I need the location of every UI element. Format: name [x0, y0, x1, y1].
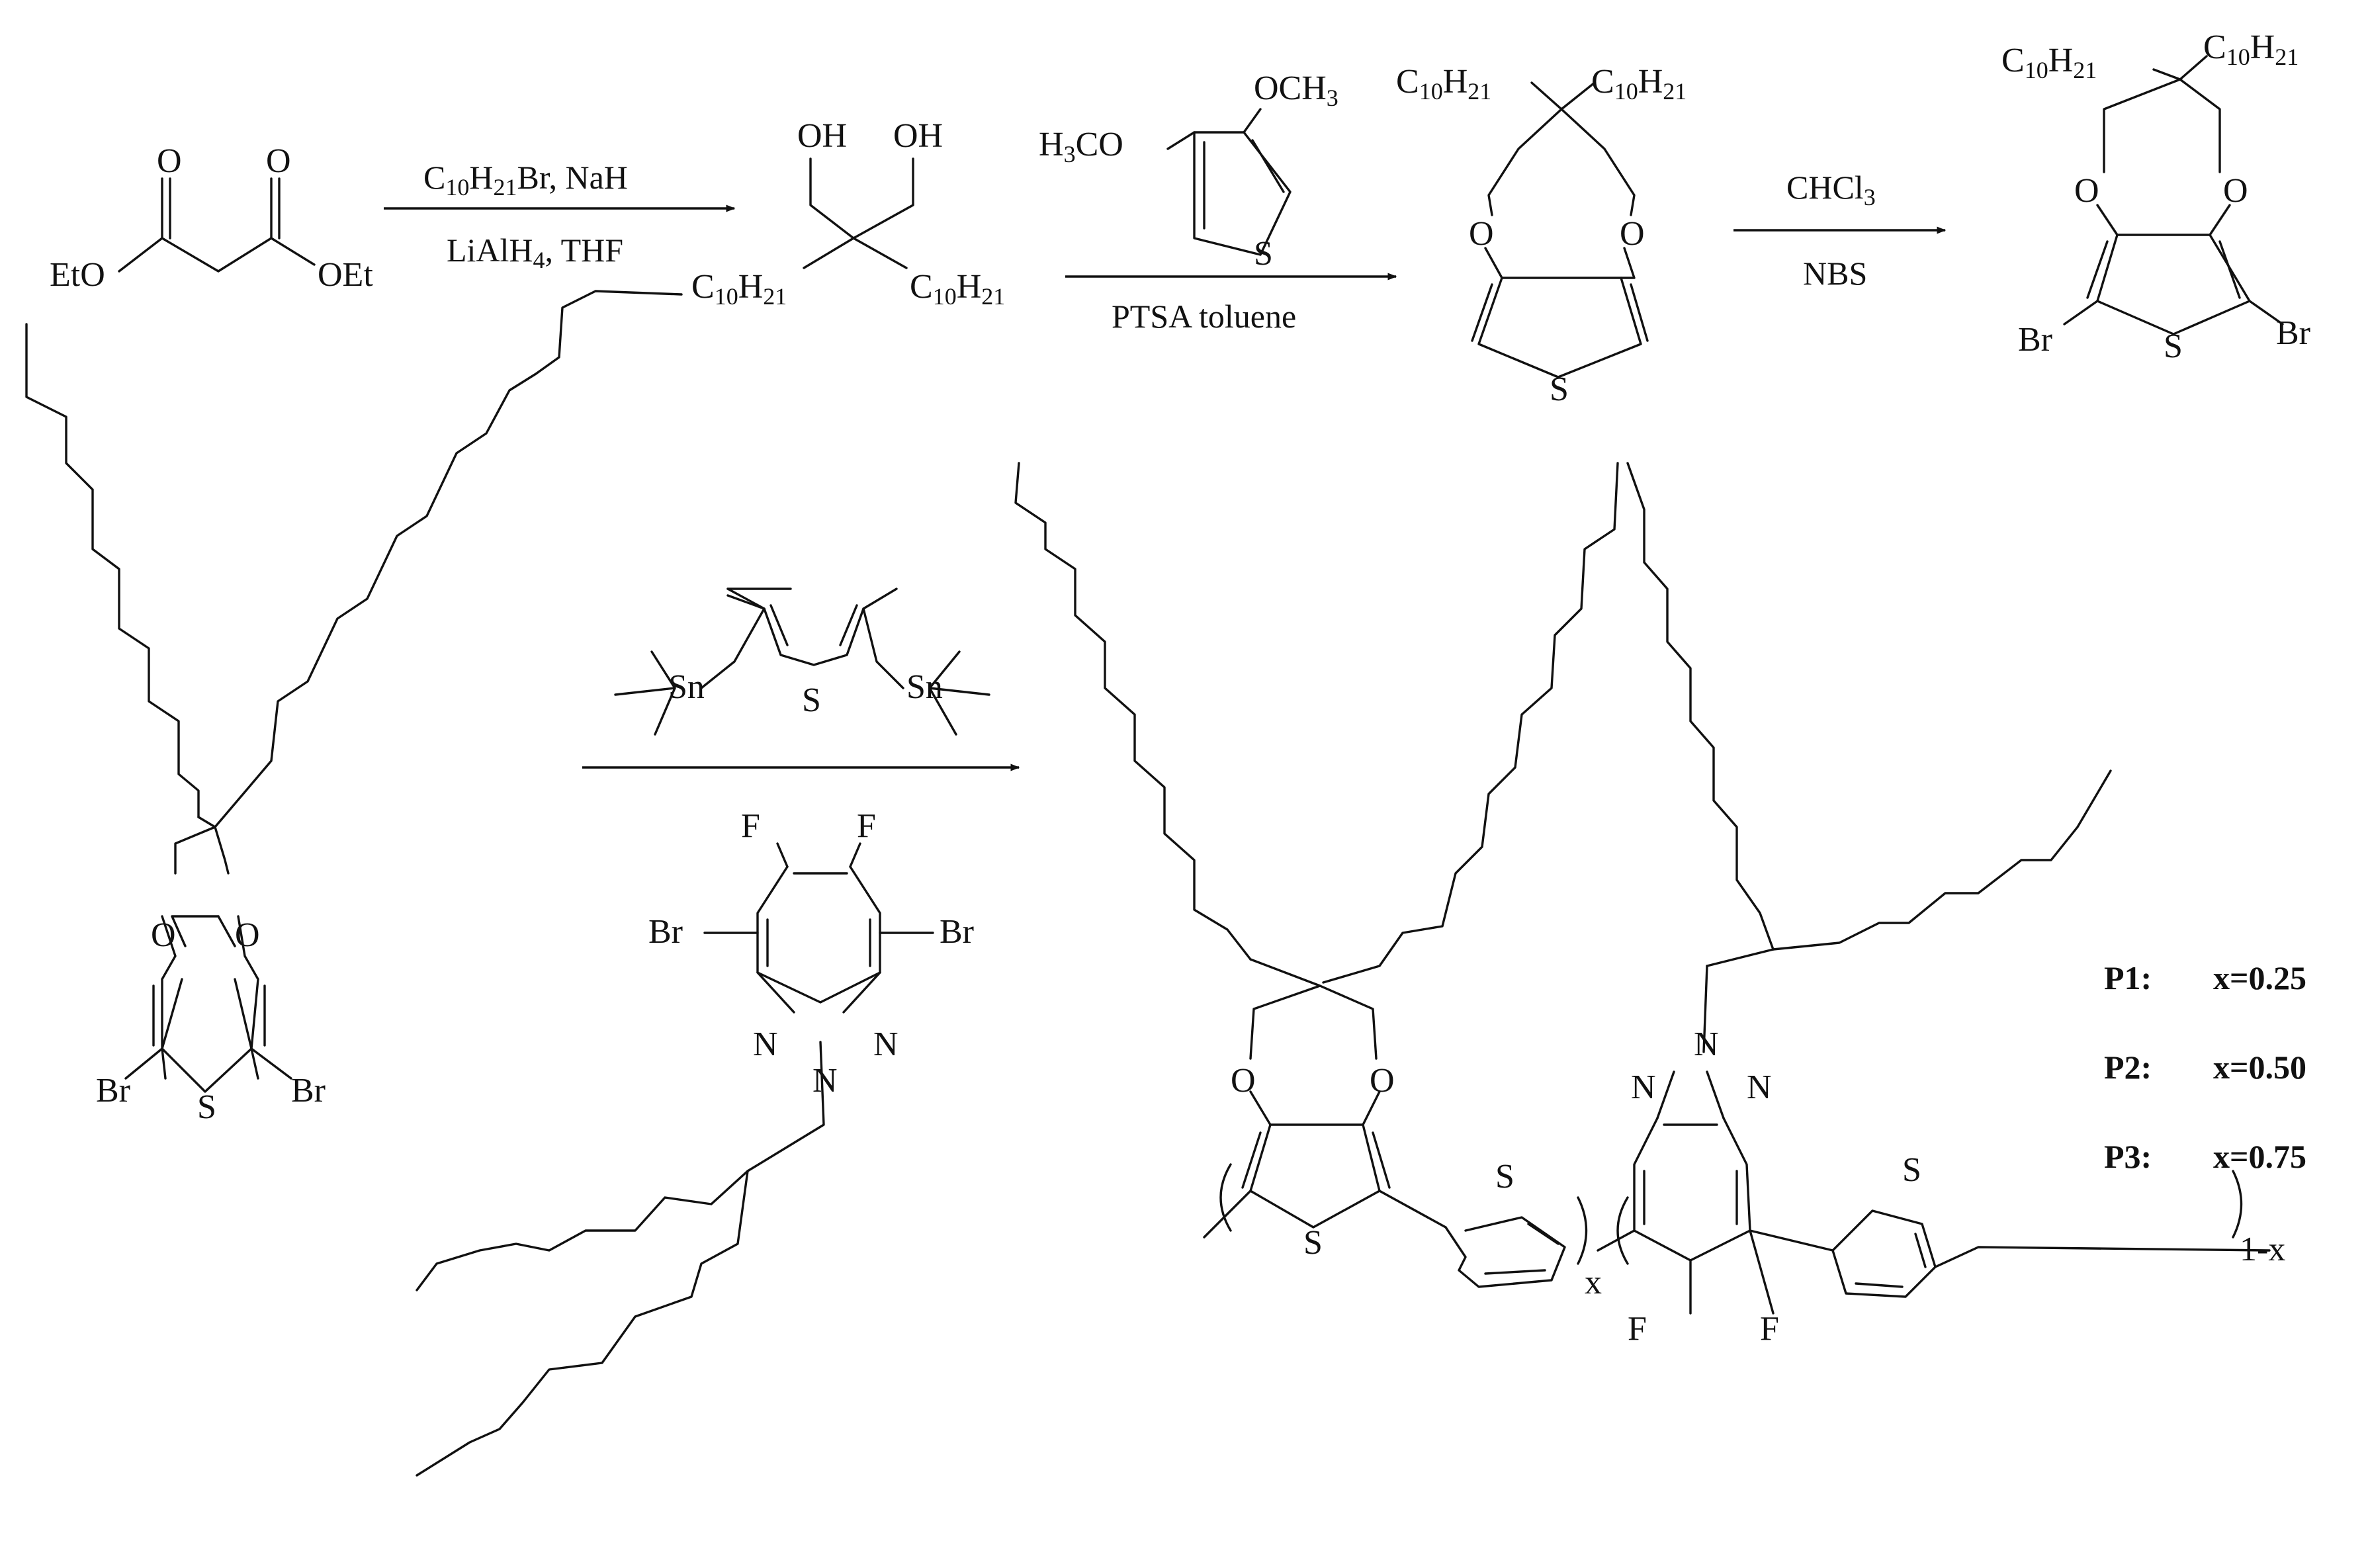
polymer-n-right: N [1747, 1068, 1772, 1106]
step1-reagent-top: C10H21Br, NaH [423, 159, 628, 200]
thiophene-s: S [1550, 370, 1569, 408]
f-right: F [857, 807, 876, 845]
polymer-p3-value: x=0.75 [2213, 1138, 2306, 1175]
polymer-n-left: N [1631, 1068, 1656, 1106]
arrow-step2: PTSA toluene [1065, 273, 1397, 335]
thiophene-s: S [1254, 235, 1273, 273]
ether-o-left: O [2074, 172, 2099, 210]
oh-left: OH [797, 117, 847, 155]
decyl-right: C10H21 [2203, 28, 2299, 70]
och3-group: OCH3 [1254, 69, 1338, 111]
polymer-p2-name: P2: [2104, 1049, 2152, 1086]
monomer-dibromo-prodot: O O S Br Br [25, 290, 683, 1126]
br-right: Br [940, 913, 974, 951]
dimethoxythiophene: S H3CO OCH3 [1039, 69, 1338, 273]
eto-group: EtO [50, 256, 105, 294]
polymer-p3-name: P3: [2104, 1138, 2152, 1175]
triazole-n-right: N [873, 1025, 899, 1063]
dibromo-prodot: O O S Br Br C10H21 C10H21 [2001, 28, 2310, 365]
diethyl-malonate: O O EtO OEt [50, 142, 373, 294]
arrow-step3: CHCl3 NBS [1733, 169, 1947, 292]
thiophene-s: S [197, 1088, 216, 1126]
polymer-thiophene-s1: S [1495, 1158, 1514, 1196]
decyl-right: C10H21 [910, 268, 1005, 310]
oet-group: OEt [318, 256, 373, 294]
polymer-f-left: F [1628, 1310, 1647, 1348]
decyl-left: C10H21 [691, 268, 787, 310]
br-right: Br [2276, 314, 2310, 352]
sn-right: Sn [906, 668, 943, 706]
repeat-x: x [1585, 1264, 1602, 1301]
polymer-p1-value: x=0.25 [2213, 959, 2306, 996]
polymer-o-left: O [1231, 1062, 1256, 1100]
ether-o-right: O [1620, 215, 1645, 253]
polymer-product: O O S S S N N N F F x 1-x [1014, 462, 2285, 1348]
polymer-p1-name: P1: [2104, 959, 2152, 996]
arrow-step1: C10H21Br, NaH LiAlH4, THF [384, 159, 736, 273]
step2-conditions: PTSA toluene [1112, 298, 1296, 335]
ether-o-right: O [2223, 172, 2248, 210]
carbonyl-o-right: O [266, 142, 291, 180]
step3-reagent-bottom: NBS [1803, 255, 1867, 292]
decyl-left: C10H21 [1396, 63, 1491, 105]
dibromo-difluoro-benzotriazole: F F Br Br N N N [416, 807, 974, 1477]
br-left: Br [2018, 321, 2052, 359]
ether-o-right: O [235, 916, 260, 954]
polymer-o-right: O [1370, 1062, 1395, 1100]
repeat-one-minus-x: 1-x [2240, 1231, 2285, 1268]
thiophene-s: S [2164, 327, 2183, 365]
prodot-decyl-core: O O S C10H21 C10H21 [1396, 63, 1687, 408]
triazole-n-center: N [812, 1062, 838, 1100]
diol-intermediate: OH OH C10H21 C10H21 [691, 117, 1005, 310]
polymer-ring-s: S [1303, 1224, 1323, 1262]
f-left: F [741, 807, 760, 845]
sn-left: Sn [668, 668, 705, 706]
polymer-n-center: N [1694, 1025, 1719, 1063]
polymer-composition-list: P1: x=0.25 P2: x=0.50 P3: x=0.75 [2104, 959, 2306, 1175]
polymer-f-right: F [1760, 1310, 1779, 1348]
br-left: Br [648, 913, 683, 951]
bis-stannyl-thiophene: Sn Sn S [614, 588, 990, 736]
polymer-thiophene-s2: S [1902, 1151, 1921, 1189]
ether-o-left: O [151, 916, 176, 954]
br-left: Br [96, 1072, 130, 1110]
oh-right: OH [893, 117, 943, 155]
decyl-left: C10H21 [2001, 42, 2097, 83]
decyl-right: C10H21 [1591, 63, 1687, 105]
triazole-n-left: N [753, 1025, 778, 1063]
ether-o-left: O [1469, 215, 1494, 253]
polymer-p2-value: x=0.50 [2213, 1049, 2306, 1086]
carbonyl-o-left: O [157, 142, 182, 180]
br-right: Br [291, 1072, 326, 1110]
step1-reagent-bottom: LiAlH4, THF [447, 232, 623, 273]
h3co-group: H3CO [1039, 126, 1123, 167]
thiophene-s: S [802, 681, 821, 719]
step3-reagent-top: CHCl3 [1786, 169, 1876, 210]
